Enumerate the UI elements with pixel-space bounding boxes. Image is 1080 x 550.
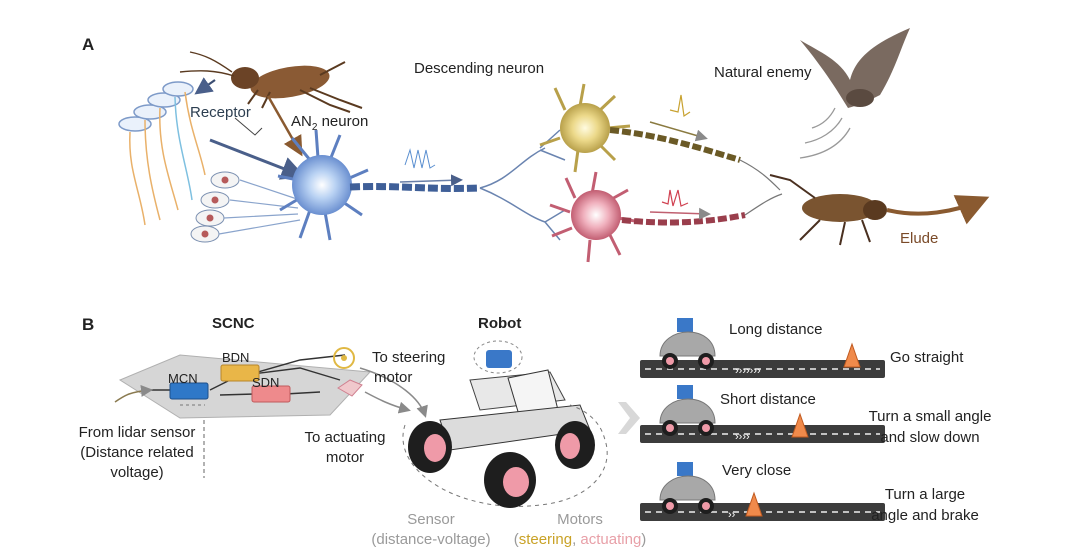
natural-enemy-label: Natural enemy bbox=[714, 64, 812, 81]
an2-neuron-label: AN2 neuron bbox=[291, 113, 369, 133]
descending-neuron-label: Descending neuron bbox=[414, 60, 545, 77]
scnc-title: SCNC bbox=[212, 315, 255, 332]
scenario-2-scene: ›››› bbox=[640, 385, 885, 443]
pink-arrow bbox=[649, 207, 711, 220]
receptor-to-neuron-arrow bbox=[209, 138, 306, 180]
sound-waves bbox=[799, 107, 851, 159]
convergent-branches bbox=[739, 159, 783, 216]
panel-a-letter: A bbox=[82, 35, 95, 54]
receptor-stack bbox=[118, 81, 206, 226]
an2-axon bbox=[349, 183, 481, 192]
scenario-2-action: Turn a small angle and slow down bbox=[868, 408, 992, 446]
signal-trace bbox=[234, 117, 263, 136]
scenario-1-scene: ››››››› bbox=[640, 318, 885, 378]
sensor-label: Sensor (distance-voltage) bbox=[371, 511, 491, 548]
scenario-3-distance: Very close bbox=[722, 462, 792, 479]
robot-icon bbox=[402, 340, 608, 508]
descending-axon bbox=[609, 127, 741, 163]
elude-arrow bbox=[886, 195, 990, 225]
scnc-board bbox=[118, 354, 372, 478]
receptor-arrow bbox=[194, 77, 216, 95]
chip-mcn-label: MCN bbox=[168, 371, 198, 386]
descending-arrow bbox=[649, 121, 708, 142]
scenario-3-action: Turn a large angle and brake bbox=[871, 486, 979, 524]
scenario-3-scene: ›› bbox=[640, 462, 885, 521]
chip-sdn-label: SDN bbox=[252, 375, 280, 390]
sensory-cells bbox=[190, 171, 301, 243]
axon-arrow bbox=[399, 174, 463, 187]
eluding-cricket-icon bbox=[769, 174, 887, 246]
steering-motor-label: To steering motor bbox=[372, 349, 446, 386]
svg-text:›››››››: ››››››› bbox=[735, 365, 761, 377]
spike-pink bbox=[661, 189, 689, 207]
cricket-icon bbox=[179, 51, 363, 113]
actuating-arrow bbox=[364, 391, 411, 414]
receptor-label: Receptor bbox=[190, 104, 251, 121]
hand-pedal-icon bbox=[337, 379, 363, 397]
steering-arrow bbox=[359, 367, 428, 418]
bat-icon bbox=[800, 28, 910, 108]
lidar-sensor-label: From lidar sensor (Distance related volt… bbox=[78, 424, 196, 481]
panel-b-letter: B bbox=[82, 315, 95, 334]
motors-steering-text: steering bbox=[518, 531, 573, 548]
elude-label: Elude bbox=[900, 230, 939, 247]
robot-title: Robot bbox=[478, 315, 522, 332]
pink-neuron-icon bbox=[549, 171, 641, 263]
actuating-motor-label: To actuating motor bbox=[304, 429, 386, 466]
pink-axon bbox=[621, 212, 746, 226]
scenario-2-distance: Short distance bbox=[720, 391, 816, 408]
steering-wheel-icon bbox=[333, 347, 355, 369]
chip-bdn-label: BDN bbox=[222, 350, 250, 365]
scenario-1-action: Go straight bbox=[890, 349, 964, 366]
axon-branches bbox=[479, 129, 566, 241]
scenario-1-distance: Long distance bbox=[729, 321, 823, 338]
spike-yellow bbox=[669, 94, 691, 118]
motors-label: Motors (steering, actuating) bbox=[513, 511, 647, 548]
spike-train-blue bbox=[404, 148, 436, 169]
svg-text:››››: ›››› bbox=[735, 431, 750, 443]
motors-actuating-text: actuating bbox=[580, 531, 642, 548]
svg-text:››: ›› bbox=[728, 509, 736, 521]
an2-neuron-icon bbox=[277, 129, 369, 241]
next-chevron-icon bbox=[618, 402, 640, 434]
lidar-input-arrow bbox=[114, 384, 153, 403]
descending-neuron-icon bbox=[539, 83, 631, 173]
